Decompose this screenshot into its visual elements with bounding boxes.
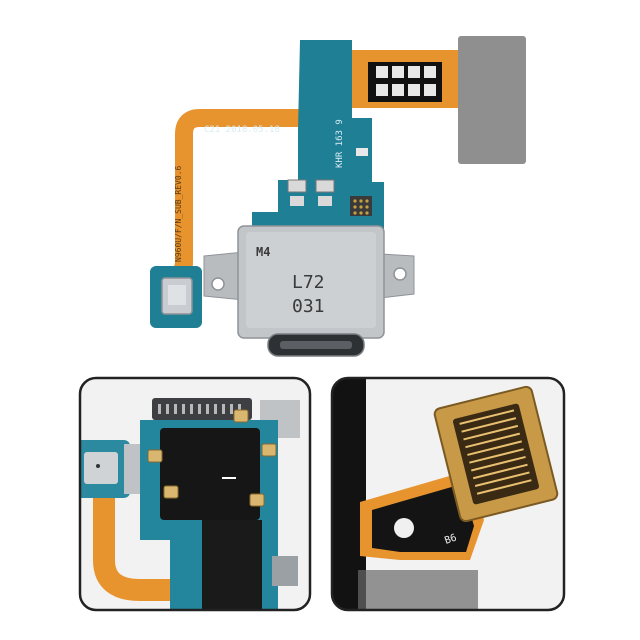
- connector-logo: M4: [256, 245, 270, 259]
- detail-left-flex: [93, 498, 214, 601]
- date-code: C21 2018.05.18: [204, 125, 280, 135]
- detail-connector-edge: [152, 398, 252, 420]
- detail-frame-right: [330, 376, 566, 612]
- sensor-plate: [458, 36, 526, 164]
- small-resistor: [356, 148, 368, 156]
- connector-line-2: 031: [292, 296, 325, 317]
- detail-dark-stripe: [202, 520, 262, 610]
- detail-btb-pins: [459, 409, 532, 495]
- model-text: N960U/F/N_SUB_REV0.6: [174, 165, 183, 262]
- screw-hole-left: [211, 277, 225, 291]
- screw-hole-right: [393, 267, 407, 281]
- board-code: KHR 163 9: [335, 119, 345, 168]
- detail-lower-chip: [272, 556, 298, 586]
- detail-white-circle: [394, 518, 414, 538]
- usb-c-tongue: [280, 341, 352, 349]
- detail-pins: [158, 404, 241, 414]
- detail-marking: B6: [443, 532, 458, 546]
- usb-c-top-face: [246, 232, 376, 328]
- sensor-pads: [376, 66, 436, 96]
- connector-line-1: L72: [292, 272, 325, 293]
- capacitor-1: [287, 179, 307, 193]
- mic-cap: [168, 285, 186, 305]
- detail-solder-pads: [147, 409, 277, 507]
- detail-frame-left: [78, 376, 312, 612]
- detail-panel-left: [78, 376, 312, 612]
- pad-2: [318, 196, 332, 206]
- detail-lower-board: [358, 570, 478, 610]
- detail-dark-plate: [160, 428, 260, 520]
- main-pcb: [252, 40, 384, 236]
- ic-dots: [353, 199, 369, 215]
- capacitor-2: [315, 179, 335, 193]
- pad-1: [290, 196, 304, 206]
- detail-panel-right: B6: [330, 376, 566, 612]
- main-part: N960U/F/N_SUB_REV0.6 C21 2018.05.18 KHR …: [150, 36, 526, 357]
